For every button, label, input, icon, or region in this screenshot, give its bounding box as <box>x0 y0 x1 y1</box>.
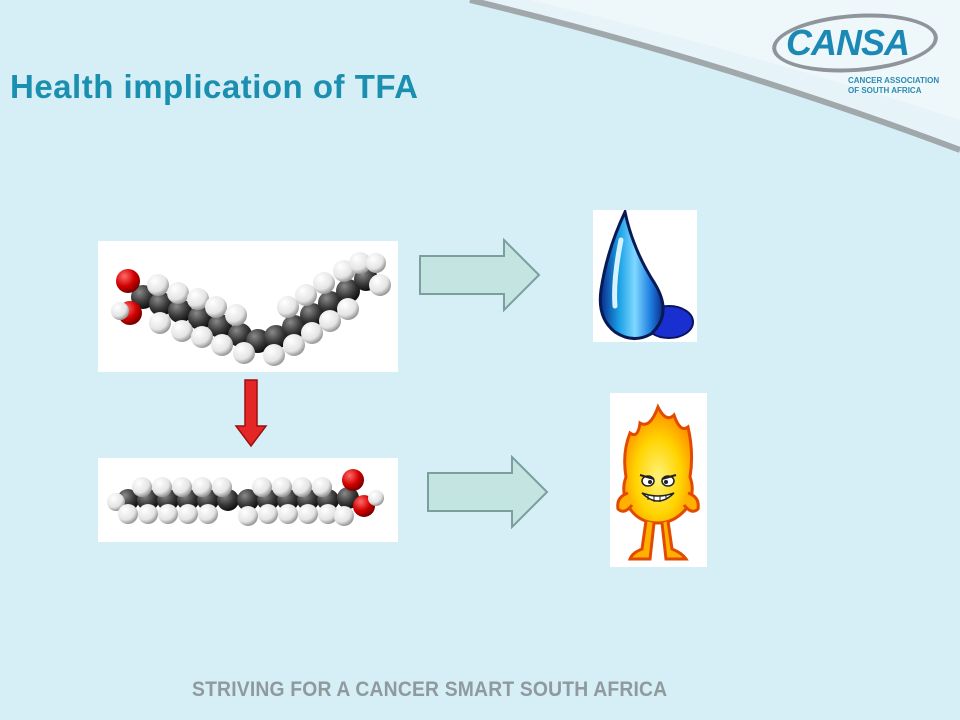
trans-molecule-drawing <box>107 469 384 526</box>
arrow-right-bottom <box>427 455 549 529</box>
trans-molecule-image <box>98 458 398 542</box>
cis-molecule-drawing <box>111 252 391 366</box>
arrow-down-red <box>234 379 268 448</box>
blue-drop-icon <box>598 207 694 340</box>
logo-tagline-line1: CANCER ASSOCIATION <box>848 76 940 85</box>
arrow-right-top <box>419 238 541 312</box>
fire-character-image <box>610 393 707 567</box>
cis-molecule-image <box>98 241 398 372</box>
liquid-drop-image <box>593 207 697 342</box>
flame-character-icon <box>616 403 700 561</box>
footer-slogan: STRIVING FOR A CANCER SMART SOUTH AFRICA <box>192 678 668 701</box>
logo-tagline: CANCER ASSOCIATION OF SOUTH AFRICA <box>848 76 948 96</box>
logo-tagline-line2: OF SOUTH AFRICA <box>848 86 922 95</box>
logo-name: CANSA <box>786 22 910 63</box>
cansa-logo: CANSA CANCER ASSOCIATION OF SOUTH AFRICA <box>770 8 950 100</box>
slide-title: Health implication of TFA <box>10 68 419 105</box>
